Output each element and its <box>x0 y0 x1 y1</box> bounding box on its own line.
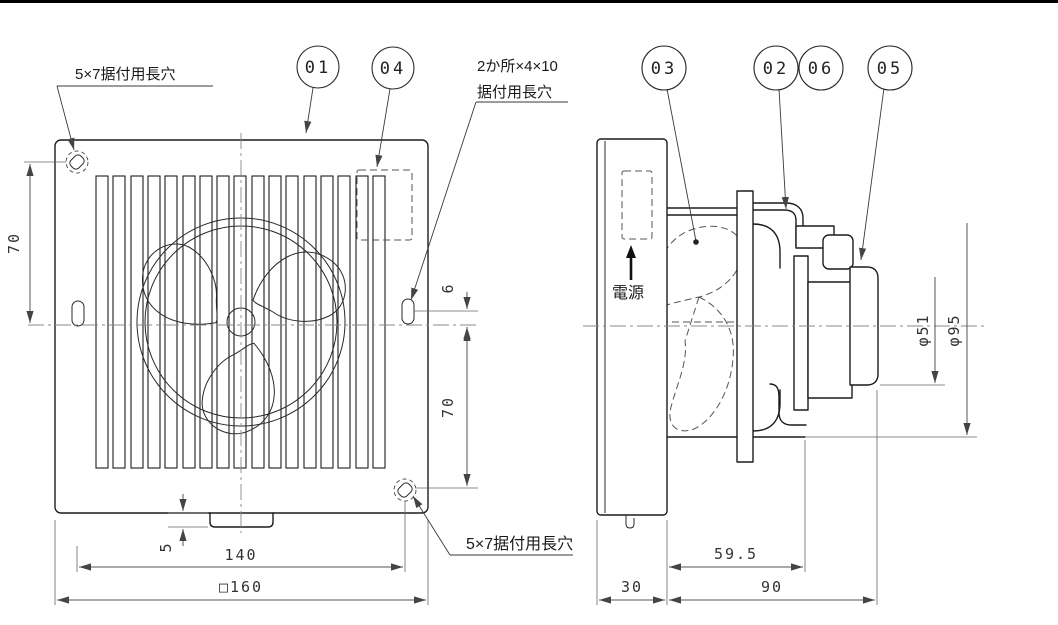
leader-line-01 <box>304 87 314 134</box>
mounting-plate <box>736 190 754 463</box>
slot-bottom-right <box>397 482 413 498</box>
side-view: 電源 φ51 φ95 59.5 30 <box>583 138 988 605</box>
svg-text:70: 70 <box>5 232 23 254</box>
grille <box>95 175 386 469</box>
slot-left-oval <box>71 300 85 327</box>
balloon-06 <box>798 45 844 91</box>
dim-front-slot-span: 140 <box>76 501 406 572</box>
dim-side-opening-dia: φ95 <box>806 223 977 438</box>
svg-text:φ95: φ95 <box>945 313 963 346</box>
motor-body <box>807 281 853 399</box>
balloon-05 <box>867 45 913 91</box>
slot-label-right-line1: 2か所×4×10 <box>477 58 558 75</box>
power-callout: 電源 <box>612 245 644 302</box>
slot-top-left-dashed-circle <box>65 150 89 174</box>
fan-blades <box>141 243 346 435</box>
dim-front-height-bottom: 70 <box>415 329 478 489</box>
callout-top-left: 5×7据付用長穴 <box>56 66 213 151</box>
callout-bottom-right: 5×7据付用長穴 <box>412 495 573 556</box>
balloon-01 <box>296 45 340 89</box>
balloons: 01 04 03 02 06 05 <box>296 45 913 261</box>
svg-text:01: 01 <box>305 58 331 78</box>
slot-right-oval <box>401 298 415 325</box>
front-panel-tab <box>209 512 274 528</box>
svg-text:05: 05 <box>877 59 903 79</box>
svg-text:90: 90 <box>761 578 783 596</box>
power-knockout-dashed <box>621 170 653 240</box>
svg-text:06: 06 <box>808 59 834 79</box>
leader-dot-03 <box>693 239 699 245</box>
balloon-03 <box>641 45 687 91</box>
dim-front-height-top: 70 <box>5 161 66 323</box>
svg-text:04: 04 <box>380 59 406 79</box>
side-panel <box>596 138 668 516</box>
front-view: 70 6 70 5 140 <box>5 133 480 605</box>
callout-top-right: 2か所×4×10 据付用長穴 <box>410 58 568 301</box>
leader-line-05 <box>859 87 885 261</box>
knockout-dashed-rect <box>356 169 413 241</box>
power-arrowhead-icon <box>626 245 636 258</box>
svg-text:03: 03 <box>651 59 677 79</box>
dim-side-total: 90 <box>669 390 878 605</box>
slot-label-top-left: 5×7据付用長穴 <box>75 66 175 83</box>
terminal-block <box>822 234 854 270</box>
leader-line-04 <box>375 88 391 168</box>
power-label: 電源 <box>612 284 644 302</box>
svg-text:30: 30 <box>621 578 643 596</box>
slot-label-right-line2: 据付用長穴 <box>477 84 552 101</box>
leader-line-02 <box>778 88 789 210</box>
dim-front-overall: □160 <box>54 520 429 605</box>
dim-front-tab: 5 <box>157 494 208 553</box>
svg-text:□160: □160 <box>219 578 263 596</box>
balloon-04 <box>371 46 415 90</box>
svg-text:70: 70 <box>439 396 457 418</box>
housing <box>752 202 879 432</box>
panel-hook <box>625 515 635 529</box>
dim-side-motor-dia: φ51 <box>880 277 945 386</box>
slot-top-left <box>69 154 85 170</box>
svg-text:02: 02 <box>763 59 789 79</box>
svg-text:59.5: 59.5 <box>714 545 758 563</box>
svg-text:φ51: φ51 <box>914 313 932 346</box>
slot-label-bottom-right: 5×7据付用長穴 <box>466 535 573 553</box>
dim-side-panel: 30 <box>596 520 665 605</box>
dim-side-depth: 59.5 <box>666 440 806 605</box>
svg-text:5: 5 <box>157 541 175 552</box>
balloon-02 <box>753 45 799 91</box>
svg-text:140: 140 <box>224 546 257 564</box>
motor-bracket <box>793 255 809 411</box>
svg-text:6: 6 <box>439 282 457 293</box>
leader-line-03 <box>666 88 697 242</box>
